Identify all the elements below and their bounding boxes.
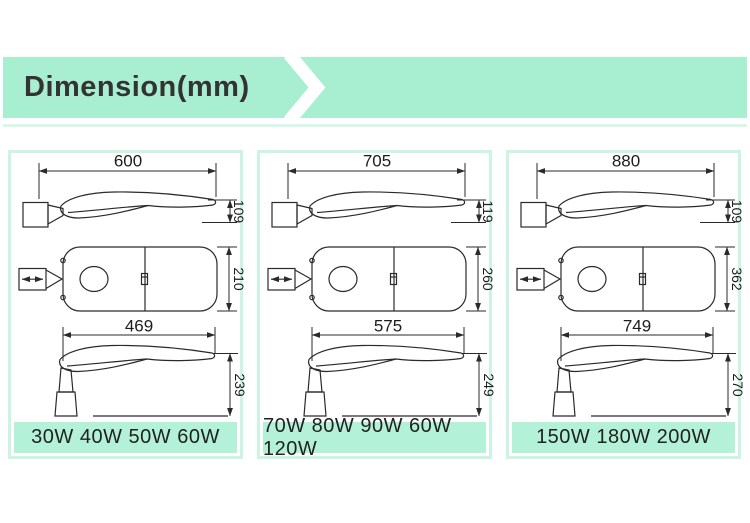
dim-lines [561, 327, 736, 416]
lamp-pole-shape [304, 345, 477, 416]
plan-view-drawing: 260 [260, 239, 496, 319]
dim-bottom-height: 239 [232, 373, 248, 397]
lamp-side-shape [23, 192, 216, 227]
chevron-right-icon [284, 49, 326, 126]
dim-top-height: 109 [231, 200, 247, 224]
dim-body-height: 362 [729, 267, 745, 291]
dim-lines [312, 327, 487, 416]
wattage-label: 150W 180W 200W [512, 422, 735, 453]
dim-body-height: 210 [231, 267, 247, 291]
dim-bottom-height: 270 [730, 373, 746, 397]
side-view-drawing: 880 109 [509, 152, 745, 239]
dim-bottom-width: 749 [623, 317, 651, 336]
plan-view-drawing: 362 [509, 239, 745, 319]
wattage-label: 30W 40W 50W 60W [14, 422, 237, 453]
wattage-label: 70W 80W 90W 60W 120W [263, 415, 486, 460]
product-panel-small: 600 109 210 469 239 30W 40W 50W 60W [8, 150, 248, 459]
lamp-pole-shape [55, 345, 228, 416]
pole-view-drawing: 469 239 [11, 317, 248, 422]
dim-bottom-width: 575 [374, 317, 402, 336]
lamp-side-shape [272, 192, 465, 227]
lamp-plan-shape [517, 247, 715, 311]
dim-bottom-width: 469 [125, 317, 153, 336]
dim-top-height: 119 [480, 200, 496, 223]
plan-view-drawing: 210 [11, 239, 247, 319]
product-panel-medium: 705 119 260 575 249 70W 80W 90W 60W 120W [257, 150, 497, 460]
product-panel-large: 880 109 362 749 270 150W 180W 200W [506, 150, 746, 459]
page-title: Dimension(mm) [24, 71, 250, 103]
panels-row: 600 109 210 469 239 30W 40W 50W 60W 705 [8, 150, 746, 460]
dim-top-width: 600 [114, 152, 142, 171]
side-view-drawing: 600 109 [11, 152, 247, 239]
pole-view-drawing: 575 249 [260, 317, 497, 422]
lamp-plan-shape [268, 247, 466, 311]
banner-underline [3, 124, 747, 127]
pole-view-drawing: 749 270 [509, 317, 746, 422]
lamp-side-shape [521, 192, 714, 227]
dim-bottom-height: 249 [481, 373, 497, 397]
dim-top-width: 705 [363, 152, 391, 171]
dim-top-width: 880 [612, 152, 640, 171]
lamp-plan-shape [19, 247, 217, 311]
header-banner: Dimension(mm) [3, 49, 747, 126]
lamp-pole-shape [553, 345, 726, 416]
dim-top-height: 109 [729, 200, 745, 224]
dim-lines [63, 327, 238, 416]
dim-body-height: 260 [480, 267, 496, 291]
side-view-drawing: 705 119 [260, 152, 496, 239]
